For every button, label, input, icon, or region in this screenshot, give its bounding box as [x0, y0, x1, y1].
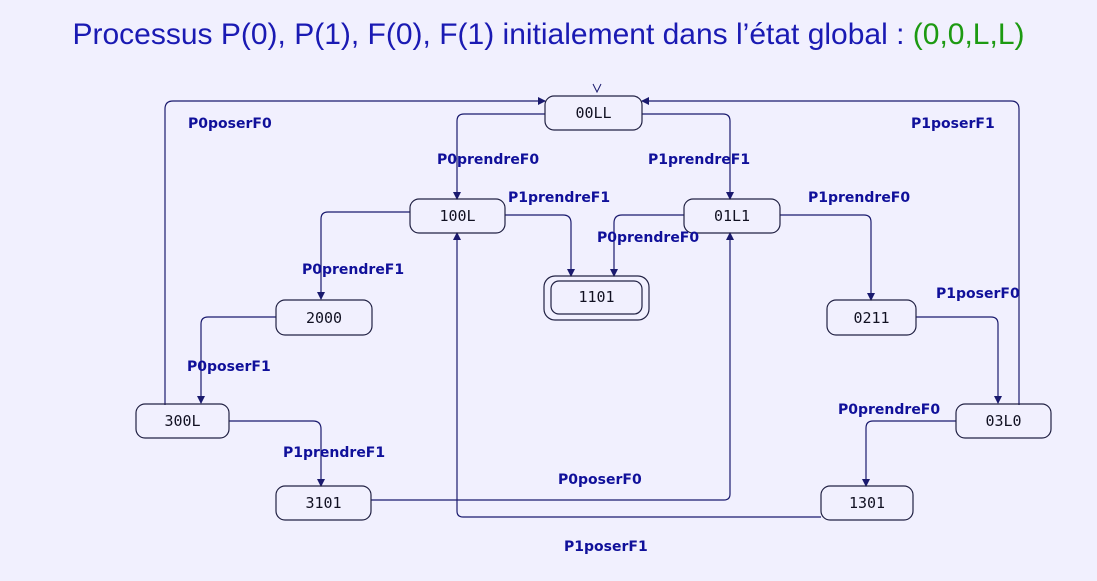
initial-state-marker — [592, 83, 602, 94]
edge-label-01L1-0211: P1prendreF0 — [808, 190, 910, 206]
state-label-00LL: 00LL — [575, 104, 611, 122]
title-text: Processus P(0), P(1), F(0), F(1) initial… — [72, 18, 913, 51]
state-node-03L0: 03L0 — [955, 403, 1052, 439]
state-node-2000: 2000 — [275, 299, 373, 336]
state-node-1301: 1301 — [820, 485, 914, 521]
edge-label-2000-300L: P0poserF1 — [187, 359, 271, 375]
edge-label-03L0-00LL: P1poserF1 — [911, 116, 995, 132]
state-node-01L1: 01L1 — [683, 198, 781, 234]
state-label-3101: 3101 — [305, 494, 341, 512]
state-label-03L0: 03L0 — [985, 412, 1021, 430]
edge-3101-01L1 — [371, 232, 734, 501]
edge-03L0-00LL — [641, 97, 1020, 405]
state-label-1301: 1301 — [849, 494, 885, 512]
state-node-300L: 300L — [135, 403, 230, 439]
edge-300L-3101 — [229, 420, 325, 487]
edge-01L1-0211 — [780, 214, 875, 301]
edge-label-300L-3101: P1prendreF1 — [283, 445, 385, 461]
edge-label-300L-00LL: P0poserF0 — [188, 116, 272, 132]
edge-label-3101-01L1: P0poserF0 — [558, 472, 642, 488]
edge-01L1-1101 — [610, 214, 684, 277]
page-title: Processus P(0), P(1), F(0), F(1) initial… — [0, 18, 1097, 52]
edge-label-100L-1101: P1prendreF1 — [508, 190, 610, 206]
state-node-0211: 0211 — [826, 299, 917, 336]
edge-100L-2000 — [317, 211, 410, 300]
state-node-1101: 1101 — [543, 275, 650, 321]
state-label-1101: 1101 — [578, 288, 614, 306]
edge-0211-03L0 — [916, 316, 1002, 404]
edge-00LL-100L — [453, 113, 545, 200]
edge-label-03L0-1301: P0prendreF0 — [838, 402, 940, 418]
state-label-0211: 0211 — [853, 309, 889, 327]
edge-label-100L-2000: P0prendreF1 — [302, 262, 404, 278]
edge-label-0211-03L0: P1poserF0 — [936, 286, 1020, 302]
edge-label-1301-100L: P1poserF1 — [564, 539, 648, 555]
state-label-100L: 100L — [439, 207, 475, 225]
title-initial-state: (0,0,L,L) — [912, 18, 1025, 51]
state-node-00LL: 00LL — [544, 95, 643, 131]
state-label-01L1: 01L1 — [714, 207, 750, 225]
state-node-100L: 100L — [409, 198, 506, 234]
state-label-300L: 300L — [164, 412, 200, 430]
edge-2000-300L — [197, 316, 276, 404]
edge-00LL-01L1 — [642, 113, 734, 200]
edge-label-00LL-01L1: P1prendreF1 — [648, 152, 750, 168]
edge-1301-100L — [453, 232, 821, 518]
edge-300L-00LL — [164, 97, 546, 405]
edge-label-01L1-1101: P0prendreF0 — [597, 230, 699, 246]
edge-100L-1101 — [505, 214, 575, 277]
state-node-3101: 3101 — [275, 485, 372, 521]
edge-03L0-1301 — [862, 420, 956, 487]
edge-label-00LL-100L: P0prendreF0 — [437, 152, 539, 168]
state-label-2000: 2000 — [306, 309, 342, 327]
